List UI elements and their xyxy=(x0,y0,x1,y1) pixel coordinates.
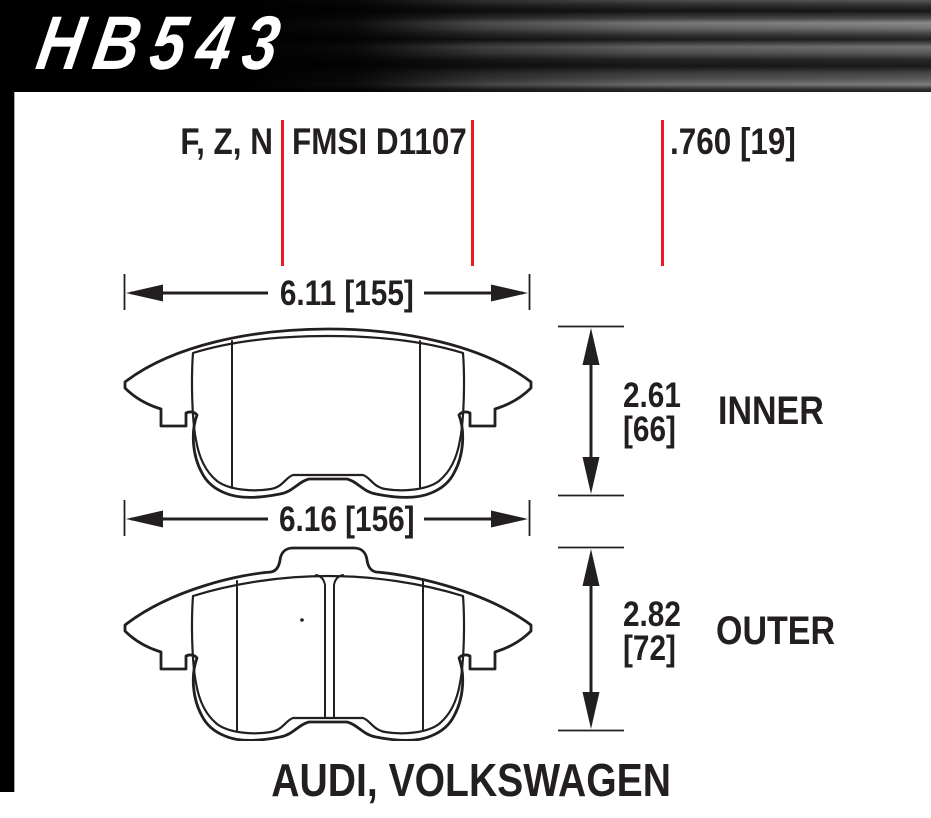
outer-pad-label: OUTER xyxy=(716,609,835,653)
outer-height-dimension-inches: 2.82 xyxy=(623,595,681,634)
inner-height-dimension-mm: [66] xyxy=(623,410,676,449)
outer-height-dimension-arrows xyxy=(558,546,624,732)
vehicle-applications: AUDI, VOLKSWAGEN xyxy=(271,754,671,806)
outer-height-dimension-mm: [72] xyxy=(623,629,676,668)
outer-width-dimension: 6.16 [156] xyxy=(279,500,415,539)
outer-width-dimension-arrows xyxy=(123,500,531,536)
inner-pad-label: INNER xyxy=(718,389,824,433)
page-edge-strip xyxy=(0,0,15,792)
red-divider-lines xyxy=(281,120,664,266)
fmsi-number: FMSI D1107 xyxy=(292,121,467,162)
banner-fade-overlay xyxy=(0,0,931,92)
header-banner: HB543 xyxy=(0,0,931,92)
inner-width-dimension: 6.11 [155] xyxy=(280,274,414,313)
outer-pad-drawing xyxy=(123,546,533,741)
inner-height-dimension-inches: 2.61 xyxy=(623,376,681,415)
inner-width-dimension-arrows xyxy=(123,274,531,310)
pad-thickness: .760 [19] xyxy=(670,121,796,162)
inner-height-dimension-arrows xyxy=(558,325,624,497)
compound-codes: F, Z, N xyxy=(180,121,273,162)
reference-dot xyxy=(300,618,304,622)
inner-pad-drawing xyxy=(123,327,533,499)
